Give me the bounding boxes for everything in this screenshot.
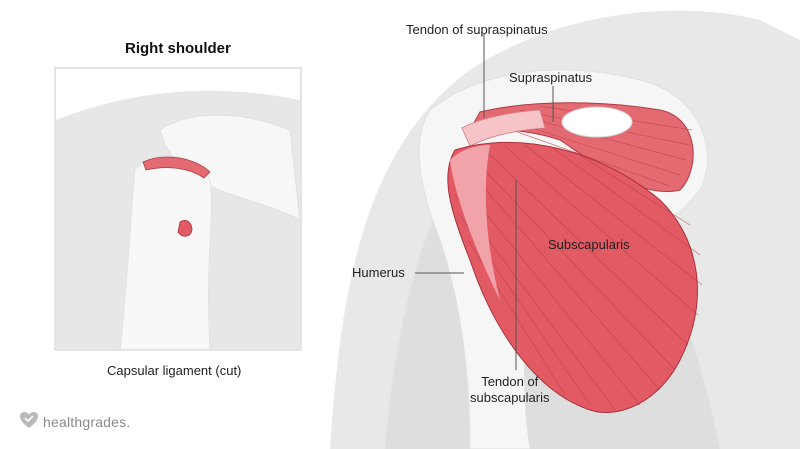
- label-subscapularis: Subscapularis: [548, 237, 630, 252]
- label-tendon-of-subscapularis-line2: subscapularis: [470, 390, 550, 405]
- subscapularis-tendon: [450, 145, 500, 300]
- inset-title: Right shoulder: [125, 40, 231, 57]
- inset-capsular-ligament-lower: [177, 220, 193, 237]
- acromion-bone: [561, 106, 633, 138]
- inset-caption: Capsular ligament (cut): [107, 363, 242, 378]
- label-humerus: Humerus: [352, 265, 405, 280]
- label-tendon-of-subscapularis-line1: Tendon of: [481, 374, 539, 389]
- brand-name: healthgrades.: [43, 414, 131, 430]
- label-tendon-of-subscapularis: Tendon of subscapularis: [470, 374, 550, 406]
- inset-capsular-ligament-upper: [142, 156, 211, 179]
- inset-humerus: [119, 155, 212, 349]
- label-tendon-of-supraspinatus: Tendon of supraspinatus: [406, 22, 548, 37]
- supraspinatus-tendon: [461, 109, 546, 147]
- subscapularis-muscle: [447, 141, 698, 414]
- healthgrades-logo: [20, 412, 38, 428]
- label-supraspinatus: Supraspinatus: [509, 70, 593, 85]
